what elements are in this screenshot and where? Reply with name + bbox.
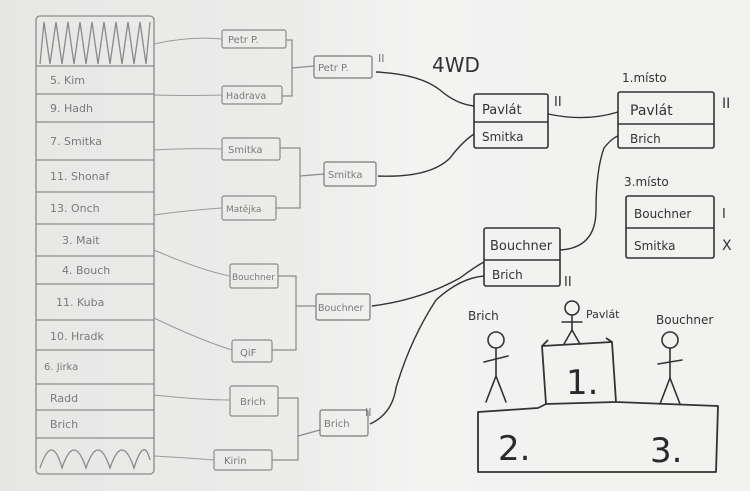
podium-third-name: Bouchner (656, 313, 713, 327)
third-place-box: Bouchner I Smitka X (625, 195, 732, 259)
podium-first-number: 1. (566, 363, 598, 403)
roster-name: Radd (50, 392, 78, 405)
semifinal1-top: Pavlát (482, 103, 522, 118)
semifinal2-box: Bouchner Brich II (483, 227, 572, 290)
round1-label: Kirin (224, 456, 247, 467)
semifinal1-bottom: Smitka (482, 130, 523, 144)
roster-name: 4. Bouch (62, 264, 110, 277)
roster-names: 5. Kim 9. Hadh 7. Smitka 11. Shonaf 13. … (44, 74, 110, 431)
round1-label: Matějka (226, 205, 261, 215)
roster-name: 3. Mait (62, 234, 100, 247)
first-place-title: 1.místo (622, 71, 667, 85)
round2-label: Brich (324, 419, 350, 430)
roster-name: 13. Onch (50, 202, 100, 215)
round1-box (231, 339, 273, 363)
top-zigzag (39, 21, 151, 65)
podium-second-number: 2. (498, 429, 530, 469)
roster-name: 9. Hadh (50, 102, 93, 115)
round1-label: Hadrava (226, 91, 266, 102)
roster-name: 6. Jirka (44, 362, 78, 373)
round1-label: Smitka (228, 145, 263, 156)
round2-label: Smitka (328, 170, 363, 181)
podium-outline (477, 341, 719, 473)
round1-labels: Petr P. Hadrava Smitka Matějka Bouchner … (224, 35, 275, 467)
podium (477, 337, 719, 473)
podium-third-number: 3. (650, 431, 682, 471)
roster-name: 7. Smitka (50, 135, 102, 148)
bottom-wave (39, 449, 151, 471)
roster-column (35, 15, 155, 475)
first-place-box: Pavlát II Brich (617, 91, 730, 149)
round2-mark: II (365, 406, 372, 419)
third-place-top-mark: I (722, 207, 726, 222)
third-place-bottom: Smitka (634, 239, 675, 253)
round2-box (315, 293, 371, 321)
figure-brich (483, 331, 509, 403)
first-place-top: Pavlát (630, 103, 673, 119)
roster-name: 11. Kuba (56, 296, 104, 309)
podium-second-name: Brich (468, 309, 499, 323)
semifinal2-mark: II (564, 275, 572, 290)
round2-label: Bouchner (318, 303, 363, 314)
round1-label: QiF (240, 348, 257, 359)
semifinal1-box: Pavlát II Smitka (473, 93, 562, 149)
round2-connectors (272, 39, 325, 461)
round1-box (229, 385, 279, 417)
round2-box (319, 409, 369, 437)
third-place-title: 3.místo (624, 175, 669, 189)
third-place-bottom-mark: X (722, 238, 732, 254)
roster-name: 10. Hradk (50, 330, 105, 343)
round2-box (313, 55, 373, 79)
roster-name: 5. Kim (50, 74, 85, 87)
roster-outline (35, 15, 155, 475)
roster-name: Brich (50, 418, 78, 431)
figure-bouchner (657, 331, 683, 405)
final-title: 4WD (432, 53, 480, 77)
round2-labels: Petr P. II Smitka Bouchner Brich II (318, 52, 385, 430)
semifinal2-top: Bouchner (490, 239, 553, 254)
third-place-top: Bouchner (634, 207, 691, 221)
round2-box (323, 161, 377, 187)
semifinal1-mark: II (554, 95, 562, 110)
roster-name: 11. Shonaf (50, 170, 110, 183)
podium-first-name: Pavlát (586, 308, 620, 321)
first-place-bottom: Brich (630, 132, 661, 146)
round2-mark: II (378, 52, 385, 65)
round1-label: Bouchner (232, 273, 275, 283)
first-place-mark: II (722, 96, 730, 112)
round1-label: Brich (240, 397, 266, 408)
figure-pavlat (561, 300, 583, 345)
round2-label: Petr P. (318, 63, 349, 74)
round1-label: Petr P. (228, 35, 259, 46)
semifinal2-bottom: Brich (492, 268, 523, 282)
ink-connectors (369, 71, 619, 425)
round1-connectors (153, 37, 233, 461)
round2-boxes (313, 55, 377, 437)
